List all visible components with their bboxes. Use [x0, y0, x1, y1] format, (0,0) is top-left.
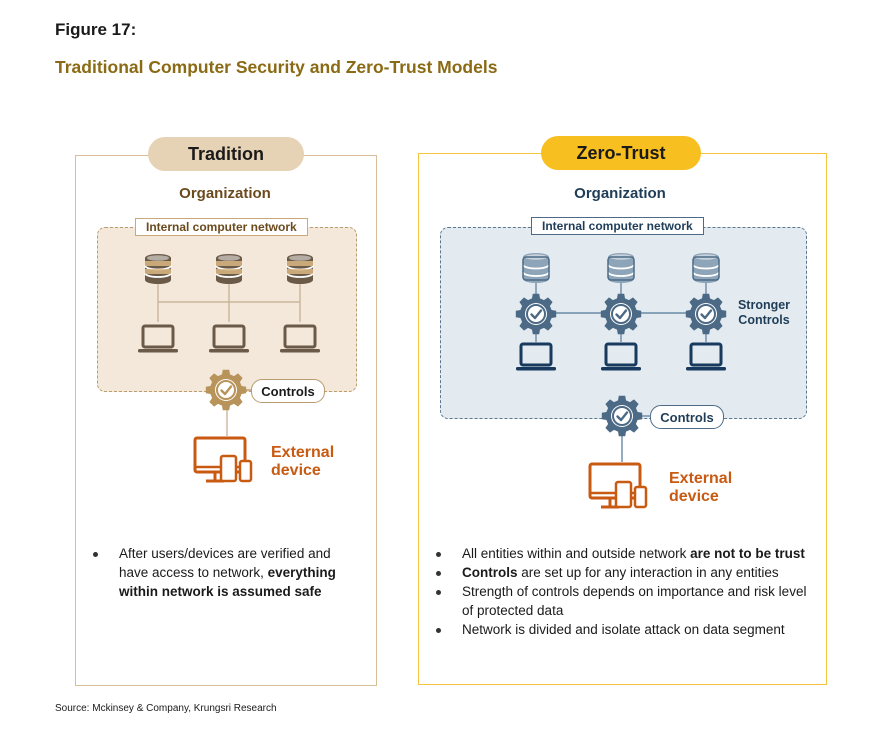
- external-line-1: External: [669, 470, 733, 487]
- zero-trust-external-device-icon: [588, 462, 648, 509]
- laptop-icon: [599, 342, 643, 372]
- bullet-bold-text: Controls: [462, 565, 518, 580]
- gear-check-icon: [684, 292, 728, 336]
- bullet-text: After users/devices are verified and hav…: [119, 546, 331, 580]
- zero-trust-network-label: Internal computer network: [531, 217, 704, 235]
- bullet-text: All entities within and outside network: [462, 546, 691, 561]
- zero-trust-pill: Zero-Trust: [541, 136, 701, 170]
- zero-trust-gear-icons: [514, 292, 728, 336]
- gear-check-icon: [599, 292, 643, 336]
- stronger-line-1: Stronger: [737, 298, 791, 312]
- list-item: Strength of controls depends on importan…: [435, 582, 820, 620]
- zero-trust-database-outlines: [522, 256, 720, 281]
- zero-trust-controls-gear-icon: [600, 394, 644, 438]
- list-item: After users/devices are verified and hav…: [92, 544, 362, 601]
- stronger-line-2: Controls: [738, 313, 790, 327]
- laptop-icon: [278, 324, 322, 354]
- tradition-gear-check-icon: [204, 368, 248, 412]
- laptop-icon: [136, 324, 180, 354]
- zero-trust-organization-label: Organization: [574, 185, 666, 202]
- bullet-text: are set up for any interaction in any en…: [517, 565, 779, 580]
- list-item: Network is divided and isolate attack on…: [435, 620, 820, 639]
- external-line-2: device: [669, 488, 719, 505]
- tradition-external-device-icon: [193, 436, 253, 483]
- list-item: Controls are set up for any interaction …: [435, 563, 820, 582]
- tradition-pill: Tradition: [148, 137, 304, 171]
- tradition-external-device-label: External device: [271, 444, 351, 480]
- list-item: All entities within and outside network …: [435, 544, 820, 563]
- tradition-database-bands: [145, 261, 313, 274]
- external-line-2: device: [271, 462, 321, 479]
- bullet-bold-text: are not to be trust: [690, 546, 805, 561]
- source-note: Source: Mckinsey & Company, Krungsri Res…: [55, 703, 277, 714]
- laptop-icon: [684, 342, 728, 372]
- gear-check-icon: [514, 292, 558, 336]
- stronger-controls-label: Stronger Controls: [733, 298, 795, 328]
- bullet-text: Strength of controls depends on importan…: [462, 584, 807, 618]
- external-line-1: External: [271, 444, 335, 461]
- tradition-organization-label: Organization: [179, 185, 271, 202]
- zero-trust-laptop-icons: [514, 342, 728, 372]
- laptop-icon: [514, 342, 558, 372]
- bullet-text: Network is divided and isolate attack on…: [462, 622, 785, 637]
- zero-trust-controls-label: Controls: [650, 405, 724, 429]
- tradition-network-label: Internal computer network: [135, 218, 308, 236]
- laptop-icon: [207, 324, 251, 354]
- tradition-controls-label: Controls: [251, 379, 325, 403]
- zero-trust-external-device-label: External device: [669, 470, 749, 506]
- tradition-connector-lines: [157, 282, 301, 436]
- bullet-bold-text: everything within network is assumed saf…: [119, 565, 336, 599]
- tradition-laptop-icons: [136, 324, 322, 354]
- figure-label: Figure 17:: [55, 20, 137, 39]
- zero-trust-bullets: All entities within and outside network …: [435, 544, 820, 639]
- figure-title: Traditional Computer Security and Zero-T…: [55, 57, 498, 77]
- tradition-bullets: After users/devices are verified and hav…: [92, 544, 362, 601]
